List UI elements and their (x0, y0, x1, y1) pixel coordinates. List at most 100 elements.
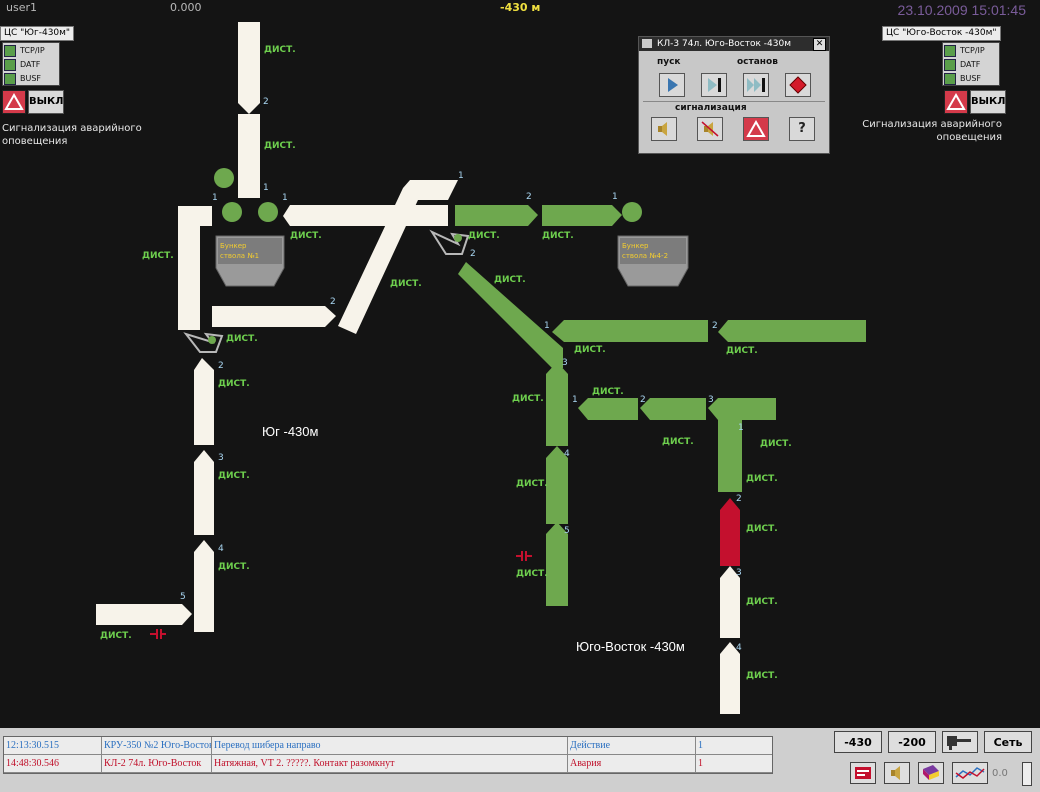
conveyor-segment[interactable] (212, 306, 336, 327)
mode-label: ДИСТ. (290, 231, 322, 241)
conveyor-segment[interactable] (238, 114, 260, 198)
status-led (4, 44, 16, 57)
section-number: 1 (212, 193, 218, 203)
conveyor-segment[interactable] (546, 522, 568, 606)
section-number: 5 (564, 526, 570, 536)
window-title: КЛ-3 74л. Юго-Восток -430м (657, 39, 792, 49)
conveyor-segment[interactable] (194, 358, 214, 445)
start-button[interactable] (659, 73, 685, 97)
event-log-button[interactable] (850, 762, 876, 784)
bunker-2[interactable]: Бункер ствола №4-2 (617, 235, 689, 287)
signal-alarm-button[interactable] (743, 117, 769, 141)
shaft-tool-button[interactable] (942, 731, 978, 753)
scroll-indicator[interactable] (1022, 762, 1032, 786)
alarm-caption-line: Сигнализация аварийного (862, 119, 1002, 130)
transfer-chute-center[interactable] (429, 229, 470, 255)
off-button-left[interactable]: ВЫКЛ (28, 90, 64, 114)
emergency-stop-button[interactable] (785, 73, 811, 97)
mode-labels: ДИСТ. ДИСТ. ДИСТ. ДИСТ. ДИСТ. ДИСТ. ДИСТ… (100, 45, 792, 681)
section-number: 2 (712, 321, 718, 331)
mode-label: ДИСТ. (512, 394, 544, 404)
conveyor-map: Бункер ствола №1 Бункер ствола №4-2 ДИСТ… (96, 22, 866, 714)
trends-button[interactable] (952, 762, 988, 784)
protocol-name: TCP/IP (20, 46, 45, 55)
bunker-1[interactable]: Бункер ствола №1 (215, 235, 285, 287)
protocol-name: TCP/IP (960, 46, 985, 55)
conveyor-segment[interactable] (455, 205, 538, 226)
protocol-status-right: TCP/IP DATF BUSF (942, 42, 1000, 86)
faulted-conveyor[interactable] (720, 498, 740, 566)
conveyor-segment[interactable] (720, 642, 740, 714)
mode-label: ДИСТ. (226, 334, 258, 344)
conveyor-segment[interactable] (718, 430, 742, 492)
drive-motor-icon[interactable] (214, 168, 234, 188)
drive-motor-icon[interactable] (222, 202, 242, 222)
section-number: 2 (263, 97, 269, 107)
conveyor-segment[interactable] (578, 398, 638, 420)
zone-title-southeast: Юго-Восток -430м (576, 639, 685, 654)
warning-triangle-icon (946, 92, 966, 110)
conveyor-segment[interactable] (283, 205, 448, 226)
drive-motor-icon[interactable] (258, 202, 278, 222)
cs-label-southeast: ЦС "Юго-Восток -430м" (882, 26, 1001, 41)
stop-step-button[interactable] (701, 73, 727, 97)
close-button[interactable]: ✕ (813, 38, 826, 51)
conveyor-segment[interactable] (542, 205, 622, 226)
signal-off-button[interactable] (697, 117, 723, 141)
alarm-button-right[interactable] (944, 90, 968, 114)
section-number: 1 (572, 395, 578, 405)
level-430-button[interactable]: -430 (834, 731, 882, 753)
drive-motors (214, 168, 642, 222)
warning-triangle-icon (4, 92, 24, 110)
log-source: КРУ-350 №2 Юго-Восток (102, 737, 212, 754)
conveyor-segment[interactable] (178, 206, 212, 330)
window-title-bar[interactable]: КЛ-3 74л. Юго-Восток -430м ✕ (639, 37, 829, 51)
drive-motor-icon[interactable] (622, 202, 642, 222)
network-button[interactable]: Сеть (984, 731, 1032, 753)
conveyor-segment[interactable] (458, 262, 563, 368)
transfer-chute-south[interactable] (183, 332, 224, 353)
conveyor-segment[interactable] (720, 566, 740, 638)
section-number: 3 (562, 358, 568, 368)
log-time: 14:48:30.546 (4, 755, 102, 772)
section-number: 5 (180, 592, 186, 602)
event-list-icon (855, 767, 871, 779)
conveyor-segment[interactable] (96, 604, 192, 625)
protocol-row: TCP/IP (944, 44, 998, 57)
alarm-button-left[interactable] (2, 90, 26, 114)
conveyor-segment[interactable] (194, 540, 214, 632)
log-message: Натяжная, VT 2. ?????. Контакт разомкнут (212, 755, 568, 772)
log-row[interactable]: 14:48:30.546 КЛ-2 74л. Юго-Восток Натяжн… (4, 755, 772, 773)
conveyor-segment[interactable] (718, 320, 866, 342)
sound-button[interactable] (884, 762, 910, 784)
log-row[interactable]: 12:13:30.515 КРУ-350 №2 Юго-Восток Перев… (4, 737, 772, 755)
level-200-button[interactable]: -200 (888, 731, 936, 753)
log-source: КЛ-2 74л. Юго-Восток (102, 755, 212, 772)
section-number: 1 (544, 321, 550, 331)
event-log: 12:13:30.515 КРУ-350 №2 Юго-Восток Перев… (3, 736, 773, 774)
section-number: 2 (330, 297, 336, 307)
off-button-right[interactable]: ВЫКЛ (970, 90, 1006, 114)
status-led (4, 72, 16, 85)
manual-button[interactable] (918, 762, 944, 784)
mode-label: ДИСТ. (726, 346, 758, 356)
conveyor-segment[interactable] (708, 398, 776, 430)
mode-label: ДИСТ. (662, 437, 694, 447)
conveyor-segment[interactable] (640, 398, 706, 420)
protocol-row: BUSF (944, 72, 998, 85)
stop-sequence-button[interactable] (743, 73, 769, 97)
conveyor-segment[interactable] (552, 320, 708, 342)
protocol-row: DATF (4, 58, 58, 71)
conveyor-segment[interactable] (238, 22, 260, 114)
conveyor-segment[interactable] (338, 180, 458, 334)
south-conveyors (96, 22, 740, 714)
conveyor-segment[interactable] (194, 450, 214, 535)
status-led (944, 58, 956, 71)
alarm-caption-line: Сигнализация аварийного (2, 123, 142, 134)
conveyor-segment[interactable] (546, 362, 568, 446)
divider (643, 101, 825, 102)
help-button[interactable]: ? (789, 117, 815, 141)
conveyor-segment[interactable] (546, 446, 568, 524)
southeast-conveyors (455, 205, 866, 606)
signal-on-button[interactable] (651, 117, 677, 141)
